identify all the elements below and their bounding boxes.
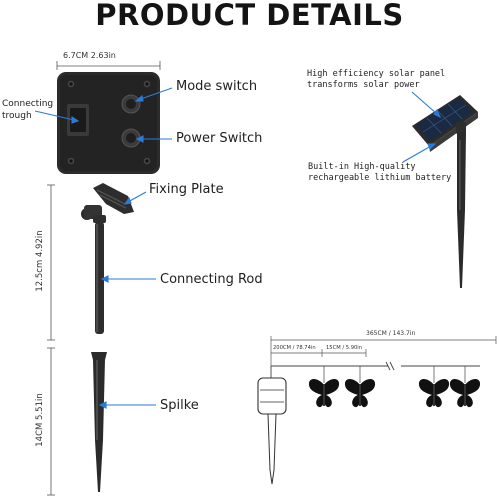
butterfly-icon (308, 366, 340, 408)
connecting-trough-label: Connecting trough (2, 98, 53, 122)
spike-dimension-label: 14CM 5.51in (35, 393, 45, 447)
mode-switch-arrow (134, 87, 173, 102)
box-dimension-line (56, 61, 161, 70)
battery-description: Built-in High-quality rechargeable lithi… (308, 162, 451, 184)
box-dimension-label: 6.7CM 2.63in (63, 51, 116, 60)
solar-panel-arrow (411, 91, 442, 119)
solar-panel-text-line-2: transforms solar power (307, 80, 420, 90)
connecting-rod (93, 215, 106, 334)
string-wire (270, 361, 480, 378)
connecting-trough-line-2: trough (2, 111, 32, 121)
battery-text-line-2: rechargeable lithium battery (308, 173, 452, 183)
trough-arrow (34, 110, 80, 124)
spike-arrow (98, 401, 156, 409)
mini-controller (257, 377, 287, 485)
spike (91, 352, 107, 492)
solar-panel-description: High efficiency solar panel transforms s… (307, 69, 445, 91)
power-switch-knob (121, 128, 141, 148)
string-dimension-lines (270, 336, 497, 366)
page-title: PRODUCT DETAILS (95, 0, 404, 32)
butterfly-icon (449, 366, 481, 408)
battery-text-line-1: Built-in High-quality (308, 162, 416, 172)
connecting-trough-line-1: Connecting (2, 99, 54, 109)
butterfly-icon (344, 366, 376, 408)
solar-stake (457, 132, 466, 288)
mode-switch-knob (121, 94, 141, 114)
fixing-plate-arrow (123, 191, 147, 205)
solar-panel (412, 95, 478, 152)
spike-dimension-line (47, 347, 55, 496)
connecting-rod-label: Connecting Rod (160, 272, 263, 287)
string-spacing-label: 15CM / 5.90in (326, 345, 363, 351)
solar-panel-text-line-1: High efficiency solar panel (307, 69, 446, 79)
rod-dimension-label: 12.5cm 4.92in (35, 230, 45, 292)
rod-dimension-line (47, 184, 55, 341)
battery-arrow (402, 143, 437, 163)
butterfly-icon (418, 366, 450, 408)
connecting-rod-arrow (100, 275, 156, 283)
string-lead-length-label: 200CM / 78.74in (273, 345, 316, 351)
power-switch-label: Power Switch (176, 131, 263, 146)
power-switch-arrow (135, 135, 172, 143)
spike-label: Spilke (160, 398, 199, 413)
mode-switch-label: Mode switch (176, 79, 258, 94)
fixing-plate-label: Fixing Plate (149, 182, 224, 197)
string-total-length-label: 365CM / 143.7in (366, 330, 416, 337)
